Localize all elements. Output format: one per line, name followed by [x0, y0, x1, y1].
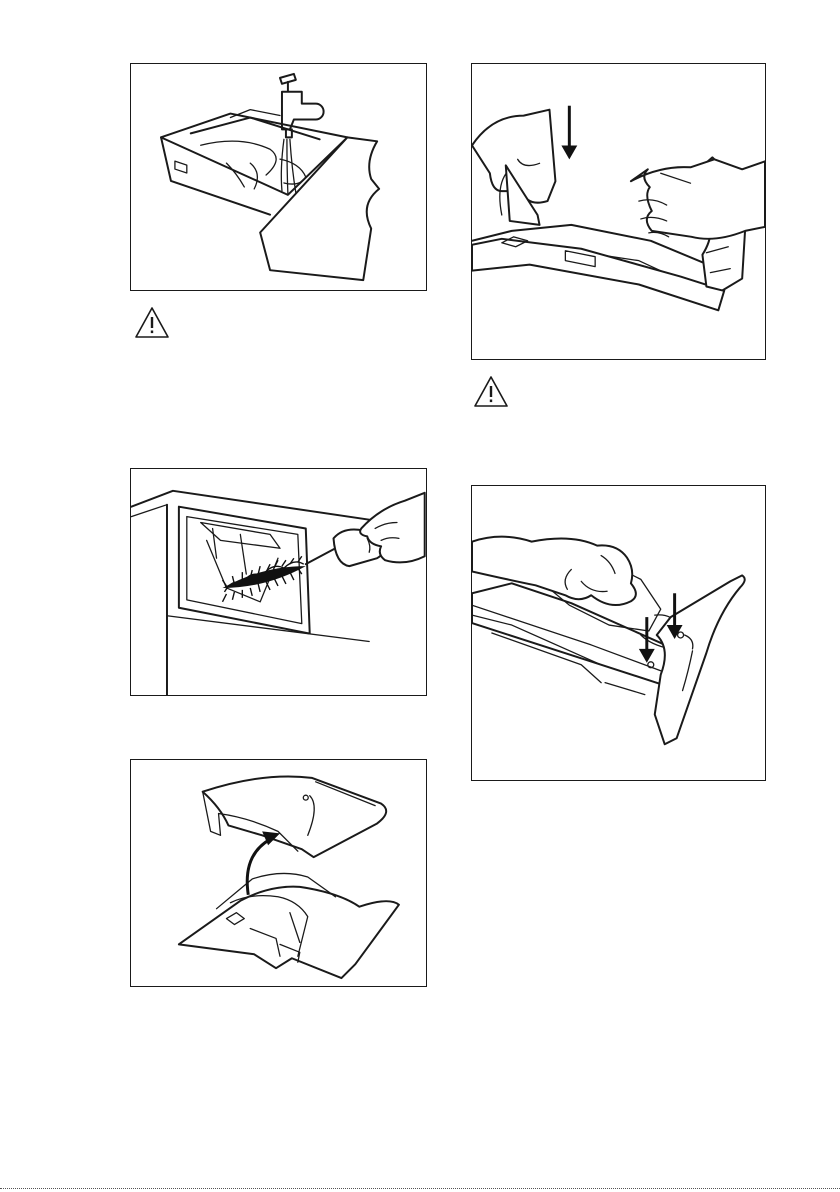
figure-tap-rinsing-drawer — [130, 63, 427, 291]
brush-cleaning-recess-illustration — [131, 469, 426, 695]
warning-triangle-icon — [134, 306, 170, 340]
page-bottom-rule — [0, 1188, 840, 1189]
tap-rinsing-drawer-illustration — [131, 64, 426, 290]
figure-insert-drawer-hands — [471, 63, 766, 360]
warning-triangle-icon — [473, 375, 509, 409]
press-siphon-down-illustration — [472, 486, 765, 780]
insert-drawer-hands-illustration — [472, 64, 765, 359]
figure-brush-cleaning-recess — [130, 468, 427, 696]
siphon-cover-lift-illustration — [131, 760, 426, 986]
figure-press-siphon-down — [471, 485, 766, 781]
figure-siphon-cover-lift — [130, 759, 427, 987]
